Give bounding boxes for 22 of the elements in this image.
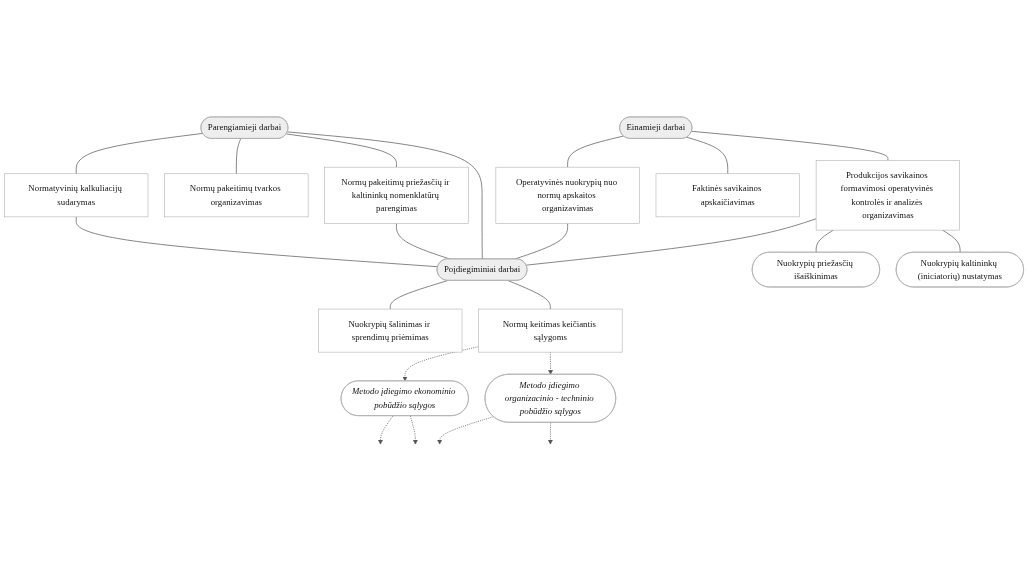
connector bbox=[389, 280, 448, 310]
node-box: Normatyvinių kalkuliacijų sudarymas bbox=[4, 173, 149, 218]
node-box: Normų pakeitimų tvarkos organizavimas bbox=[164, 173, 309, 218]
node-box: Produkcijos savikainos formavimosi operatyvinės kontrolės ir analizės organizavimas bbox=[815, 160, 960, 231]
connector bbox=[507, 280, 551, 310]
connector bbox=[75, 133, 204, 175]
connector bbox=[75, 216, 439, 268]
connector bbox=[815, 229, 834, 253]
connector bbox=[942, 229, 961, 253]
connector bbox=[525, 218, 817, 266]
connector bbox=[287, 131, 483, 260]
node-box: Faktinės savikainos apskaičiavimas bbox=[655, 173, 800, 218]
node-box: Operatyvinės nuokrypių nuo normų apskaitos organizavimas bbox=[495, 166, 640, 224]
connector bbox=[235, 138, 242, 175]
connector bbox=[567, 135, 624, 168]
node-box: Normų pakeitimų priežasčių ir kaltininkų nomenklatūrų parengimas bbox=[324, 166, 469, 224]
connector bbox=[514, 223, 568, 260]
node-box: Normų keitimas keičiantis sąlygoms bbox=[478, 308, 623, 353]
connector bbox=[686, 136, 729, 175]
node-box: Nuokrypių šalinimas ir sprendimų priėmimas bbox=[318, 308, 463, 353]
connector bbox=[286, 133, 397, 168]
connector bbox=[691, 130, 889, 161]
